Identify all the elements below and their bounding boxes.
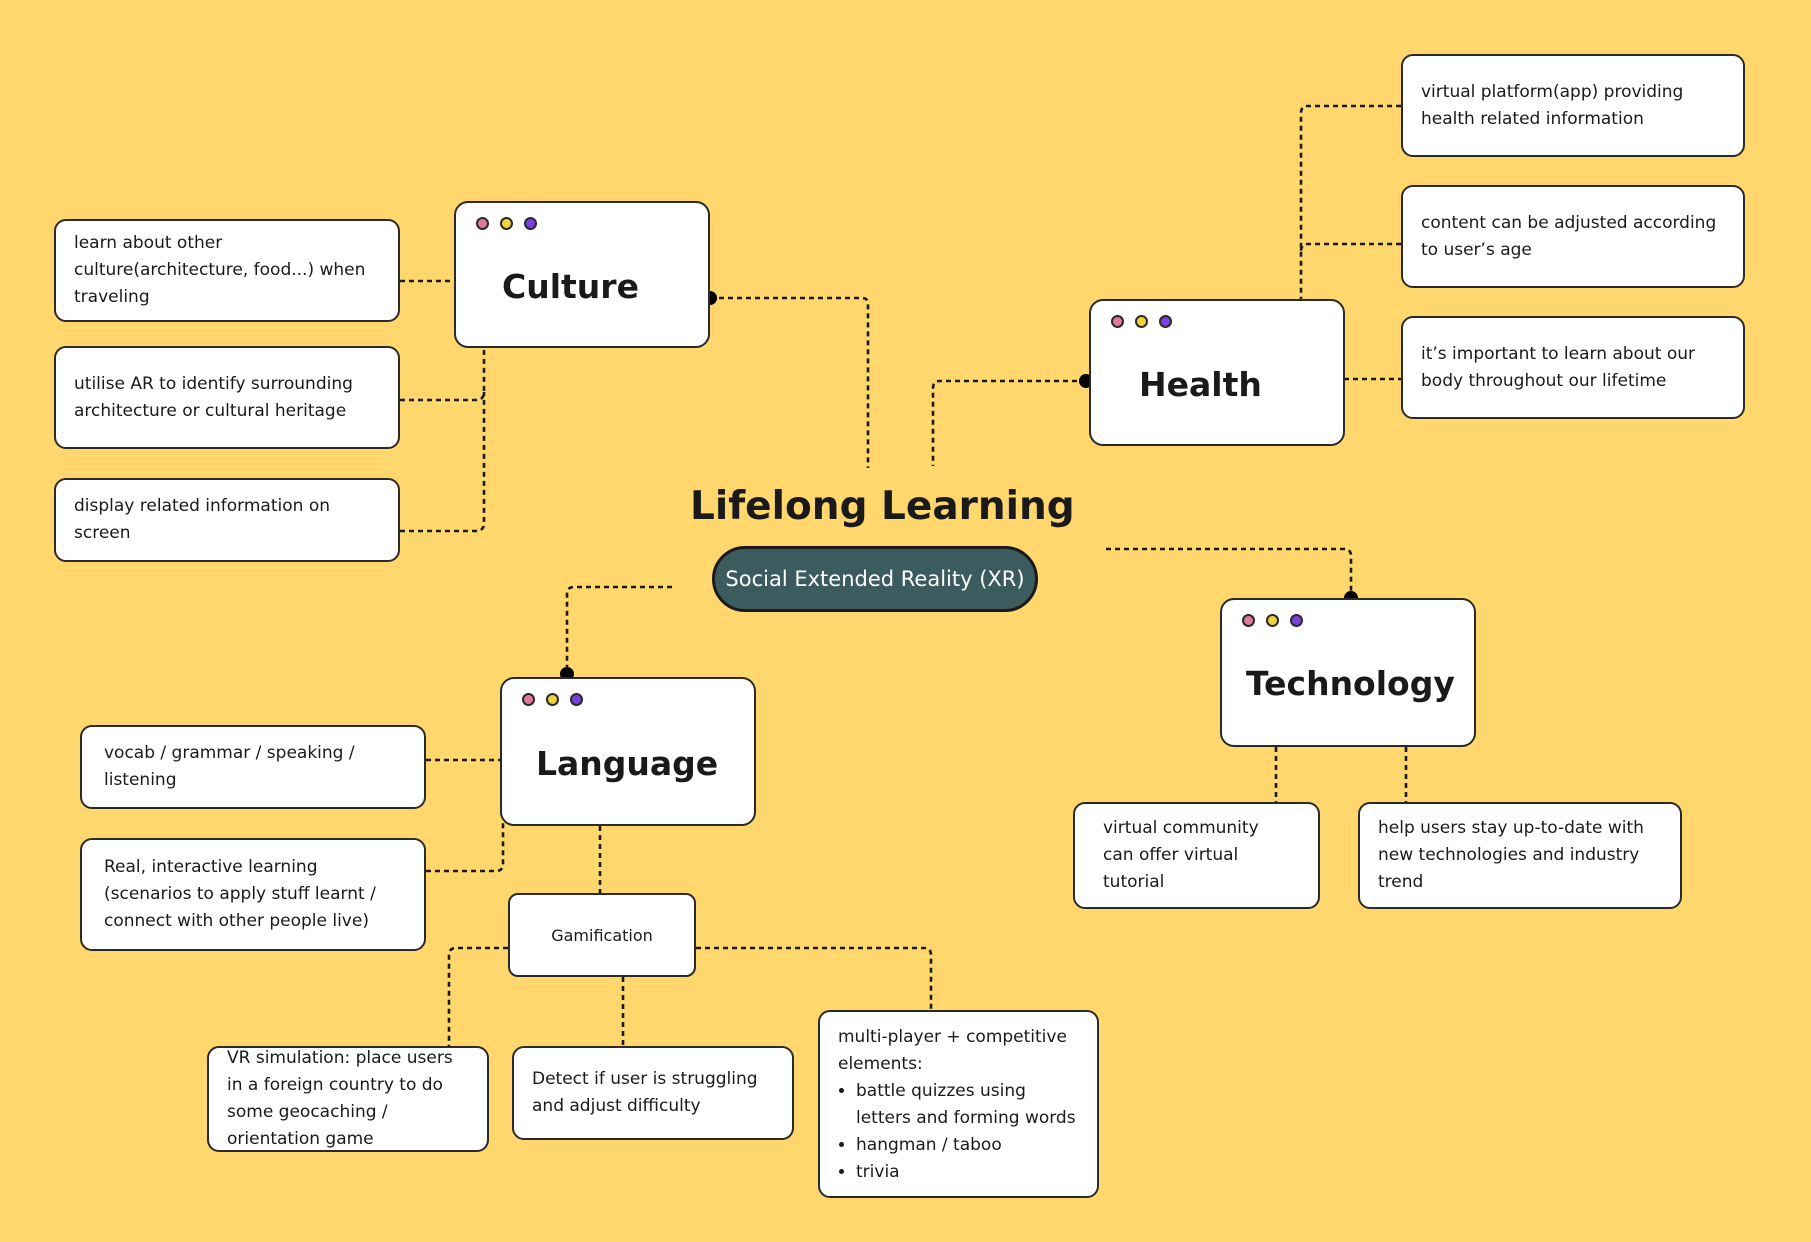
health-item-1: virtual platform(app) providing health r… (1401, 54, 1745, 157)
language-item-1: vocab / grammar / speaking / listening (80, 725, 426, 809)
connector-gam-item-3 (696, 946, 933, 1010)
connector-health-item-1 (1299, 104, 1401, 300)
dot-purple-icon (1159, 315, 1172, 328)
topic-health[interactable]: Health (1089, 299, 1345, 446)
language-item-2: Real, interactive learning (scenarios to… (80, 838, 426, 951)
health-item-2: content can be adjusted according to use… (1401, 185, 1745, 288)
culture-item-3: display related information on screen (54, 478, 400, 562)
gamification-item-1: VR simulation: place users in a foreign … (207, 1046, 489, 1152)
connector-gam-item-1 (447, 946, 508, 1046)
topic-title: Culture (502, 267, 639, 306)
gamification-node[interactable]: Gamification (508, 893, 696, 977)
dot-purple-icon (570, 693, 583, 706)
dot-yellow-icon (1266, 614, 1279, 627)
dot-pink-icon (1242, 614, 1255, 627)
gamification-item-2: Detect if user is struggling and adjust … (512, 1046, 794, 1140)
dot-yellow-icon (546, 693, 559, 706)
dot-pink-icon (476, 217, 489, 230)
multiplayer-bullet: battle quizzes using letters and forming… (856, 1078, 1083, 1132)
connector-culture-item-2 (400, 346, 486, 402)
multiplayer-bullet-list: battle quizzes using letters and forming… (838, 1078, 1083, 1186)
connector-culture-center (710, 296, 870, 468)
culture-item-2: utilise AR to identify surrounding archi… (54, 346, 400, 449)
topic-title: Health (1139, 365, 1262, 404)
connector-health-item-2 (1299, 242, 1401, 252)
topic-language[interactable]: Language (500, 677, 756, 826)
dot-yellow-icon (1135, 315, 1148, 328)
central-title: Lifelong Learning (690, 484, 1075, 529)
topic-culture[interactable]: Culture (454, 201, 710, 348)
connector-culture-item-3 (400, 392, 486, 533)
connector-language-center (565, 585, 672, 674)
connector-language-item-2 (426, 823, 505, 873)
topic-title: Language (536, 744, 719, 783)
multiplayer-bullet: trivia (856, 1159, 1083, 1186)
gamification-item-multiplayer: multi-player + competitive elements: bat… (818, 1010, 1099, 1198)
topic-title: Technology (1246, 664, 1455, 703)
connector-health-center (931, 379, 1086, 466)
dot-purple-icon (524, 217, 537, 230)
dot-yellow-icon (500, 217, 513, 230)
central-subtitle-pill: Social Extended Reality (XR) (712, 546, 1038, 612)
window-dots (1111, 315, 1172, 328)
window-dots (1242, 614, 1303, 627)
connector-technology-center (1106, 547, 1353, 598)
culture-item-1: learn about other culture(architecture, … (54, 219, 400, 322)
window-dots (476, 217, 537, 230)
topic-technology[interactable]: Technology (1220, 598, 1476, 747)
dot-pink-icon (1111, 315, 1124, 328)
technology-item-2: help users stay up-to-date with new tech… (1358, 802, 1682, 909)
window-dots (522, 693, 583, 706)
multiplayer-bullet: hangman / taboo (856, 1132, 1083, 1159)
dot-pink-icon (522, 693, 535, 706)
multiplayer-intro: multi-player + competitive elements: (838, 1027, 1067, 1074)
health-item-3: it’s important to learn about our body t… (1401, 316, 1745, 419)
dot-purple-icon (1290, 614, 1303, 627)
technology-item-1: virtual community can offer virtual tuto… (1073, 802, 1320, 909)
